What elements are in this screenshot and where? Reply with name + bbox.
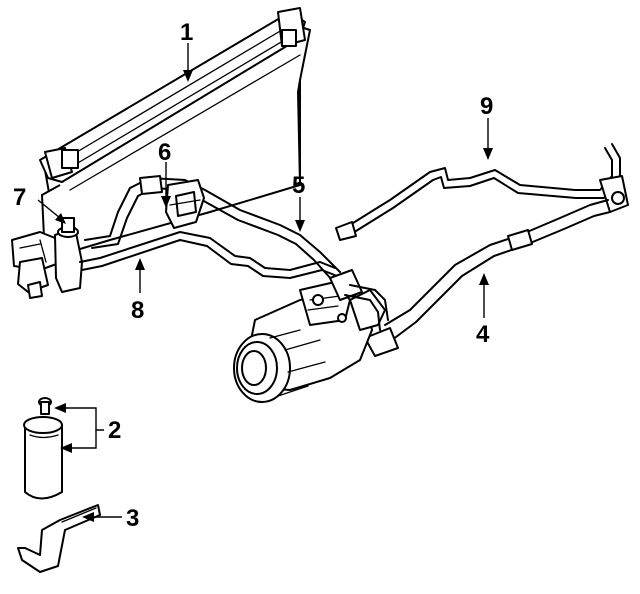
suction-hose — [364, 199, 611, 357]
callout-6: 6 — [158, 139, 171, 166]
drier-bracket — [17, 504, 101, 573]
callout-5: 5 — [292, 172, 305, 199]
liquid-line — [79, 231, 338, 279]
callout-8: 8 — [131, 297, 144, 324]
callout-2: 2 — [108, 417, 121, 444]
callout-3: 3 — [126, 505, 139, 532]
condenser — [39, 7, 311, 259]
leader-lines — [37, 43, 493, 522]
line-clamp — [165, 179, 205, 229]
liquid-line-rear — [335, 143, 629, 241]
callout-4: 4 — [476, 321, 490, 348]
receiver-drier — [23, 397, 63, 500]
callout-1: 1 — [180, 19, 193, 46]
condenser-fitting-block — [11, 217, 83, 299]
callout-7: 7 — [13, 184, 26, 211]
callout-9: 9 — [480, 93, 493, 120]
discharge-hose — [84, 175, 341, 281]
compressor — [233, 269, 389, 403]
